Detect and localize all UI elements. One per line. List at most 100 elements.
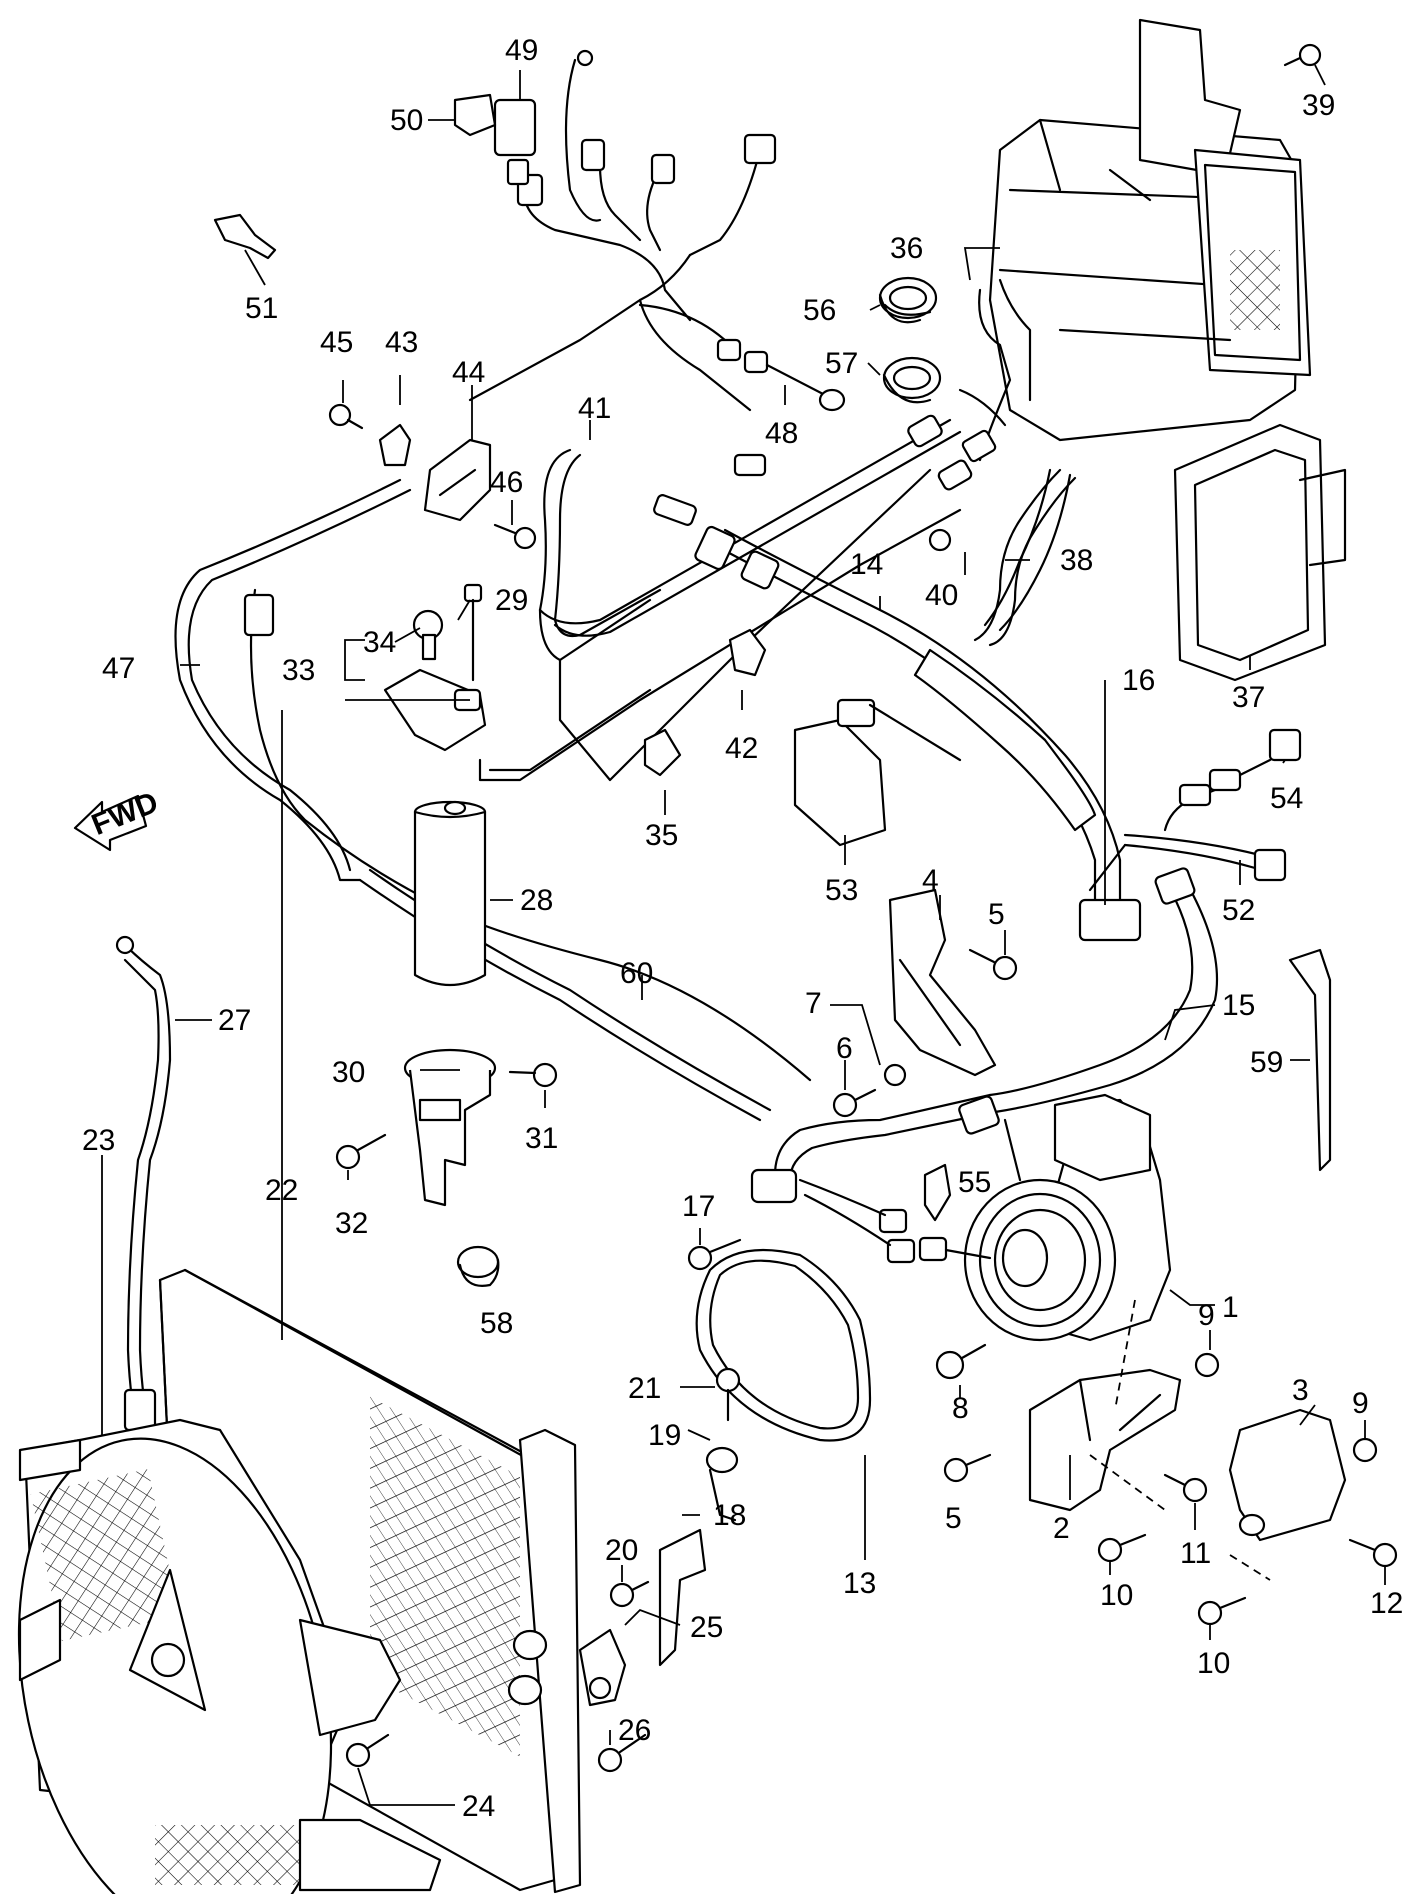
bracket-25 [578, 1628, 627, 1707]
callout-16: 16 [1122, 664, 1155, 697]
callout-41: 41 [578, 392, 611, 425]
callout-29: 29 [495, 584, 528, 617]
drive-belt-13 [695, 1248, 872, 1442]
callout-43: 43 [385, 326, 418, 359]
sensor-51 [213, 213, 277, 260]
bolt-45 [328, 403, 364, 430]
callout-3: 3 [1292, 1374, 1309, 1407]
callout-46: 46 [490, 466, 523, 499]
callout-14: 14 [850, 548, 883, 581]
callout-57: 57 [825, 347, 858, 380]
callout-36: 36 [890, 232, 923, 265]
bolt-10-b [1197, 1596, 1247, 1626]
callout-44: 44 [452, 356, 485, 389]
bolt-32 [335, 1133, 387, 1170]
bolt-31 [508, 1062, 558, 1088]
callout-48: 48 [765, 417, 798, 450]
line-fittings [653, 414, 997, 526]
callout-21: 21 [628, 1372, 661, 1405]
bracket-30 [403, 1048, 497, 1207]
callout-58: 58 [480, 1307, 513, 1340]
callout-15: 15 [1222, 989, 1255, 1022]
callout-13: 13 [843, 1567, 876, 1600]
callout-50: 50 [390, 104, 423, 137]
callout-45: 45 [320, 326, 353, 359]
callout-55: 55 [958, 1166, 991, 1199]
callout-34: 34 [363, 626, 396, 659]
callout-39: 39 [1302, 89, 1335, 122]
callout-27: 27 [218, 1004, 251, 1037]
callout-35: 35 [645, 819, 678, 852]
callout-53: 53 [825, 874, 858, 907]
callout-6: 6 [836, 1032, 853, 1065]
bracket-18 [658, 1528, 707, 1667]
bolt-6 [832, 1088, 877, 1118]
bolt-39 [1283, 43, 1322, 67]
callout-17: 17 [682, 1190, 715, 1223]
callout-49: 49 [505, 34, 538, 67]
nut-9-right [1352, 1437, 1378, 1463]
nut-40 [928, 528, 952, 552]
bracket-4 [888, 888, 997, 1077]
callout-25: 25 [690, 1611, 723, 1644]
callout-10-b: 10 [1197, 1647, 1230, 1680]
callout-26: 26 [618, 1714, 651, 1747]
callout-31: 31 [525, 1122, 558, 1155]
callout-54: 54 [1270, 782, 1303, 815]
callout-59: 59 [1250, 1046, 1283, 1079]
nut-9-upper [1194, 1352, 1220, 1378]
callout-52: 52 [1222, 894, 1255, 927]
callout-18: 18 [713, 1499, 746, 1532]
bolt-5-top [968, 948, 1018, 981]
callout-56: 56 [803, 294, 836, 327]
callout-42: 42 [725, 732, 758, 765]
bolt-8 [935, 1343, 987, 1380]
compressor-bracket-2 [1028, 1368, 1182, 1512]
callout-32: 32 [335, 1207, 368, 1240]
callout-2: 2 [1053, 1512, 1070, 1545]
callout-60: 60 [620, 957, 653, 990]
control-module-53 [793, 698, 962, 847]
bolt-11 [1163, 1473, 1208, 1503]
callout-9-right: 9 [1352, 1387, 1369, 1420]
bolt-20 [609, 1580, 650, 1608]
strap-59 [1288, 948, 1332, 1172]
callout-4: 4 [922, 864, 939, 897]
callout-11: 11 [1180, 1537, 1211, 1570]
bolt-24 [345, 1733, 390, 1768]
washer-7 [883, 1063, 907, 1087]
forward-direction-arrow: FWD [73, 786, 163, 852]
bolt-21 [715, 1367, 741, 1422]
bolt-10-a [1097, 1533, 1147, 1563]
bracket-33 [383, 583, 487, 752]
callout-20: 20 [605, 1534, 638, 1567]
bolt-12 [1348, 1538, 1398, 1568]
evaporator-seal-frame [1173, 423, 1347, 682]
callout-38: 38 [1060, 544, 1093, 577]
compressor-1 [963, 1093, 1172, 1342]
clamp-19 [705, 1446, 739, 1522]
clip-55 [923, 1163, 952, 1222]
bolt-5-lower [943, 1453, 992, 1483]
callout-8: 8 [952, 1392, 969, 1425]
bracket-3 [1228, 1408, 1347, 1542]
callout-22: 22 [265, 1174, 298, 1207]
callout-33: 33 [282, 654, 315, 687]
pipe-27 [115, 935, 172, 1432]
bolt-26 [597, 1733, 647, 1773]
sensor-48 [716, 338, 846, 412]
bracket-50 [453, 93, 497, 137]
callout-12: 12 [1370, 1587, 1403, 1620]
callout-47: 47 [102, 652, 135, 685]
callout-23: 23 [82, 1124, 115, 1157]
callout-9-upper: 9 [1198, 1299, 1215, 1332]
callout-37: 37 [1232, 681, 1265, 714]
relay-49 [493, 98, 537, 186]
callout-7: 7 [805, 987, 822, 1020]
callout-24: 24 [462, 1790, 495, 1823]
callout-10-a: 10 [1100, 1579, 1133, 1612]
bolt-17 [687, 1238, 742, 1271]
callout-1: 1 [1222, 1291, 1239, 1324]
callout-51: 51 [245, 292, 278, 325]
